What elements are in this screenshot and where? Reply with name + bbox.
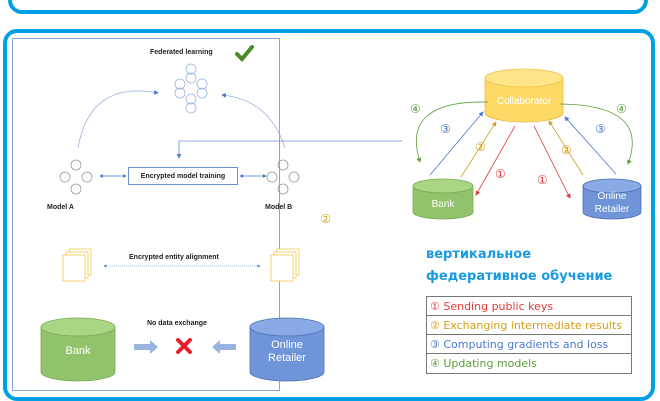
- model-b-icon: [266, 159, 300, 195]
- marker-four-right: ④: [616, 102, 627, 116]
- marker-three-left: ③: [440, 122, 451, 136]
- retailer-line1: Online: [271, 339, 303, 351]
- cross-icon: [176, 338, 192, 354]
- legend-item-computing-gradients: ③ Computing gradients and loss: [427, 335, 631, 354]
- retailer-right-line1: Online: [597, 191, 627, 202]
- marker-one-left: ①: [495, 167, 506, 181]
- collaborator-label: Collaborator: [496, 96, 552, 107]
- marker-four-left: ④: [410, 102, 421, 116]
- top-frame: [8, 0, 648, 14]
- retailer-label-right: Online Retailer: [583, 190, 641, 216]
- main-frame: [3, 29, 655, 401]
- marker-two-right: ②: [561, 143, 572, 157]
- model-b-label: Model B: [265, 204, 293, 211]
- arrow-right-icon: [134, 340, 158, 354]
- vertical-fl-heading: вертикальное федеративное обучение: [426, 244, 612, 288]
- marker-one-right: ①: [537, 173, 548, 187]
- retailer-label-left: Online Retailer: [250, 339, 324, 365]
- check-icon: [235, 45, 254, 62]
- collaborator-database: [484, 68, 564, 123]
- retailer-line2: Retailer: [268, 352, 306, 364]
- model-a-label: Model A: [47, 204, 74, 211]
- document-stack-icon-right: [270, 248, 300, 282]
- retailer-database-right: [582, 178, 642, 220]
- arrow-left-icon: [212, 340, 236, 354]
- document-stack-icon-left: [62, 248, 92, 282]
- marker-two-left: ②: [475, 140, 486, 154]
- model-a-icon: [59, 159, 93, 195]
- legend-item-updating-models: ④ Updating models: [430, 357, 537, 370]
- legend: ① Sending public keys ② Exchanging inter…: [426, 296, 632, 374]
- retailer-database-left: [249, 317, 325, 382]
- legend-item-exchanging-results: ② Exchanging intermediate results: [427, 316, 631, 335]
- heading-line1: вертикальное: [426, 247, 532, 262]
- marker-three-right: ③: [595, 122, 606, 136]
- legend-item-sending-keys: ① Sending public keys: [427, 297, 631, 316]
- bank-label-left: Bank: [65, 345, 91, 357]
- heading-line2: федеративное обучение: [426, 269, 613, 284]
- bank-database-left: [40, 317, 116, 382]
- encrypted-entity-alignment-label: Encrypted entity alignment: [129, 254, 219, 261]
- retailer-right-line2: Retailer: [594, 204, 630, 215]
- encrypted-model-training-box: Encrypted model training: [128, 167, 238, 185]
- no-data-exchange-label: No data exchange: [147, 320, 207, 327]
- federated-learning-title: Federated learning: [150, 49, 213, 56]
- bank-label-right: Bank: [431, 199, 455, 210]
- federated-cluster-icon: [174, 63, 208, 114]
- step-two-marker: ②: [320, 212, 331, 226]
- bank-database-right: [412, 178, 474, 220]
